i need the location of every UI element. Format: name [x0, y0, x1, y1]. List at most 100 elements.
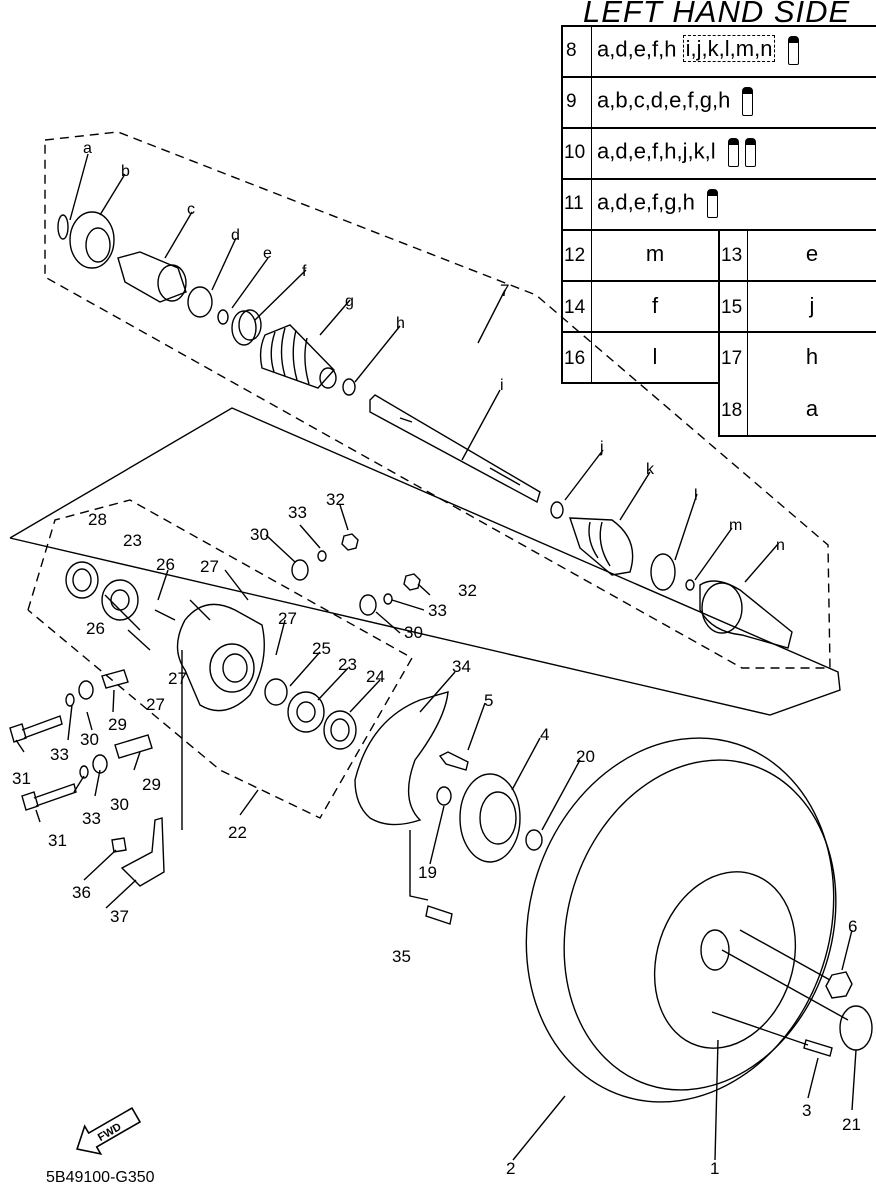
label-24: 24: [366, 667, 385, 686]
table-num-17: 17: [721, 348, 743, 369]
label-30: 30: [250, 525, 269, 544]
label-37: 37: [110, 907, 129, 926]
part-33-washer-2: [383, 593, 393, 605]
label-22: 22: [228, 823, 247, 842]
table-val-18: a: [805, 396, 819, 421]
label-c: c: [187, 201, 195, 218]
table-val-8: a,d,e,f,h i,j,k,l,m,n: [597, 35, 799, 65]
part-2-tire: [525, 737, 835, 1103]
table-val-9-text: a,b,c,d,e,f,g,h: [597, 87, 731, 113]
label-h: h: [396, 315, 405, 332]
label-n: n: [776, 537, 785, 554]
table-val-10-text: a,d,e,f,h,j,k,l: [597, 138, 716, 164]
part-6-nut: [825, 971, 853, 999]
part-5-bolt: [438, 751, 469, 771]
table-num-15: 15: [721, 297, 743, 318]
label-m: m: [729, 517, 742, 534]
part-33-washer: [317, 550, 327, 562]
fwd-arrow-icon: FWD: [76, 1106, 142, 1155]
label-29: 29: [108, 715, 127, 734]
fwd-label: FWD: [96, 1121, 124, 1144]
knuckle-group-outline: [27, 499, 413, 819]
sealant-tube-icon: [787, 36, 799, 65]
part-23-bearing: [101, 579, 139, 621]
label-30-c: 30: [80, 730, 99, 749]
table-val-15: j: [809, 293, 815, 318]
label-25: 25: [312, 639, 331, 658]
part-31-bolt-2: [21, 783, 77, 811]
part-i-shaft: [369, 394, 541, 504]
part-g-boot: [259, 324, 335, 389]
label-31: 31: [12, 769, 31, 788]
part-25-spacer: [264, 678, 288, 706]
label-28: 28: [88, 510, 107, 529]
table-val-9: a,b,c,d,e,f,g,h: [597, 87, 754, 116]
label-26: 26: [156, 555, 175, 574]
part-c-cv-joint: [117, 251, 187, 303]
label-20: 20: [576, 747, 595, 766]
label-29-b: 29: [142, 775, 161, 794]
label-b: b: [121, 163, 130, 180]
label-33-b: 33: [428, 601, 447, 620]
table-num-11: 11: [564, 193, 584, 214]
label-7: 7: [500, 281, 509, 300]
sealant-tube-icon: [744, 138, 756, 167]
part-n-outer-joint: [699, 580, 793, 649]
part-30-bush-2: [359, 594, 377, 616]
label-f: f: [302, 263, 307, 280]
part-36-bolt: [111, 837, 127, 853]
table-num-16: 16: [564, 348, 586, 369]
label-3: 3: [802, 1101, 811, 1120]
part-35-bolt: [425, 905, 453, 925]
part-24-seal: [323, 710, 357, 750]
diagram-title: LEFT HAND SIDE: [583, 0, 851, 29]
label-23: 23: [123, 531, 142, 550]
label-a: a: [83, 140, 92, 157]
table-num-8: 8: [566, 40, 577, 61]
label-19: 19: [418, 863, 437, 882]
label-27: 27: [200, 557, 219, 576]
label-33-c: 33: [50, 745, 69, 764]
part-e-clip: [217, 309, 229, 325]
part-32-nut: [341, 533, 359, 551]
part-knuckle: [176, 603, 265, 712]
part-31-bolt: [9, 715, 63, 743]
assembly-frame-outline: [9, 407, 841, 716]
table-num-18: 18: [721, 400, 743, 421]
part-a-circlip: [57, 214, 69, 240]
part-37-bracket: [120, 817, 165, 887]
table-val-16: l: [652, 344, 658, 369]
part-20-spacer: [525, 829, 543, 851]
label-31-b: 31: [48, 831, 67, 850]
table-num-10: 10: [564, 142, 586, 163]
part-29-pin-2: [114, 734, 153, 759]
label-j: j: [599, 439, 604, 456]
label-27-b: 27: [278, 609, 297, 628]
table-val-8-text: a,d,e,f,h: [597, 36, 677, 62]
table-val-13: e: [805, 241, 819, 266]
label-27-d: 27: [146, 695, 165, 714]
label-g: g: [345, 293, 354, 310]
part-f-band: [231, 310, 257, 346]
label-35: 35: [392, 947, 411, 966]
part-30-bush: [291, 559, 309, 581]
part-33-washer-4: [79, 765, 89, 779]
label-21: 21: [842, 1115, 861, 1134]
part-28-seal: [65, 561, 99, 599]
part-33-washer-3: [65, 693, 75, 707]
table-val-14: f: [651, 293, 659, 318]
table-val-10: a,d,e,f,h,j,k,l: [597, 138, 756, 167]
part-1-rim: [653, 871, 797, 1049]
label-d: d: [231, 227, 240, 244]
label-26-b: 26: [86, 619, 105, 638]
part-21-cap: [839, 1005, 873, 1051]
label-i: i: [500, 377, 504, 394]
label-30-b: 30: [404, 623, 423, 642]
table-val-12: m: [645, 241, 665, 266]
label-l: l: [694, 487, 698, 504]
label-36: 36: [72, 883, 91, 902]
table-num-13: 13: [721, 245, 743, 266]
part-29-pin: [101, 669, 129, 689]
part-l-band: [650, 553, 676, 591]
